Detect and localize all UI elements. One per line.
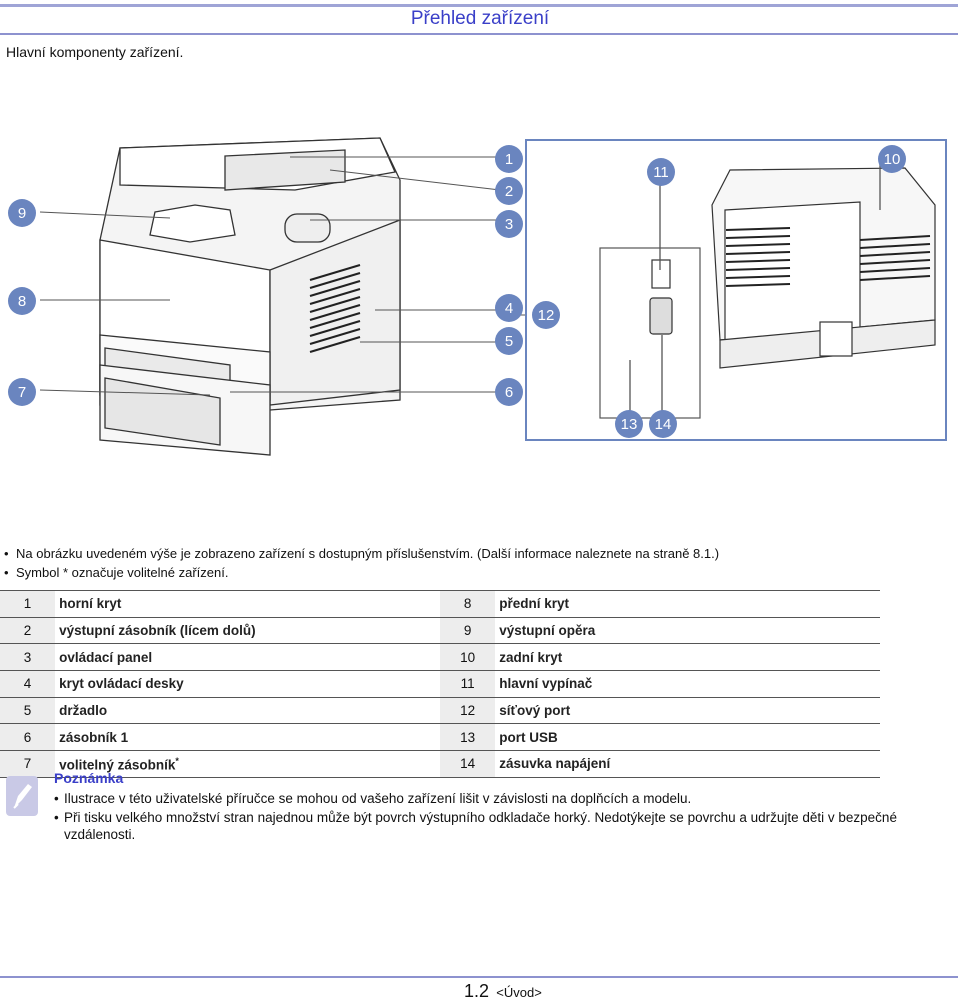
part-label: držadlo xyxy=(55,697,440,725)
callout-8: 8 xyxy=(8,287,36,315)
table-row: 2 výstupní zásobník (lícem dolů) 9 výstu… xyxy=(0,617,880,645)
part-label: kryt ovládací desky xyxy=(55,670,440,698)
callout-11: 11 xyxy=(647,158,675,186)
part-label: výstupní opěra xyxy=(495,617,880,645)
part-number: 13 xyxy=(439,723,496,752)
section-name: <Úvod> xyxy=(496,985,542,1000)
part-label: zadní kryt xyxy=(495,643,880,672)
note-title: Poznámka xyxy=(54,770,124,786)
table-row: 3 ovládací panel 10 zadní kryt xyxy=(0,643,880,672)
part-label: přední kryt xyxy=(495,590,880,618)
part-number: 12 xyxy=(439,697,496,725)
note-item: Symbol * označuje volitelné zařízení. xyxy=(4,565,719,580)
callout-4: 4 xyxy=(495,294,523,322)
printer-drawing xyxy=(39,137,947,456)
table-row: 1 horní kryt 8 přední kryt xyxy=(0,590,880,618)
callout-14: 14 xyxy=(649,410,677,438)
part-number: 14 xyxy=(439,750,496,778)
table-row: 6 zásobník 1 13 port USB xyxy=(0,723,880,752)
figure-notes: Na obrázku uvedeném výše je zobrazeno za… xyxy=(4,546,719,584)
part-number: 10 xyxy=(439,643,496,672)
callout-12: 12 xyxy=(532,301,560,329)
note-item: Při tisku velkého množství stran najedno… xyxy=(54,809,934,843)
page-subtitle: Hlavní komponenty zařízení. xyxy=(6,44,184,60)
part-number: 11 xyxy=(439,670,496,698)
part-label: zásobník 1 xyxy=(55,723,440,752)
part-label-text: volitelný zásobník xyxy=(59,757,176,773)
callout-3: 3 xyxy=(495,210,523,238)
note-item: Ilustrace v této uživatelské příručce se… xyxy=(54,790,934,807)
callout-9: 9 xyxy=(8,199,36,227)
part-label: hlavní vypínač xyxy=(495,670,880,698)
callout-2: 2 xyxy=(495,177,523,205)
note-list: Ilustrace v této uživatelské příručce se… xyxy=(54,790,934,845)
note-pencil-icon xyxy=(6,776,38,816)
table-row: 4 kryt ovládací desky 11 hlavní vypínač xyxy=(0,670,880,698)
part-number: 3 xyxy=(0,643,56,672)
page-title: Přehled zařízení xyxy=(410,8,550,29)
part-label: výstupní zásobník (lícem dolů) xyxy=(55,617,440,645)
part-number: 5 xyxy=(0,697,56,725)
part-number: 1 xyxy=(0,590,56,618)
part-label: volitelný zásobník* xyxy=(55,750,440,778)
page-number: 1.2 xyxy=(464,981,490,1001)
part-label: zásuvka napájení xyxy=(495,750,880,778)
callout-6: 6 xyxy=(495,378,523,406)
part-label: port USB xyxy=(495,723,880,752)
part-number: 6 xyxy=(0,723,56,752)
callout-5: 5 xyxy=(495,327,523,355)
callout-1: 1 xyxy=(495,145,523,173)
optional-mark: * xyxy=(175,755,179,766)
part-number: 8 xyxy=(439,590,496,618)
part-number: 7 xyxy=(0,750,56,778)
footer: 1.2 <Úvod> xyxy=(464,981,542,1002)
printer-illustration: 1 2 3 4 5 6 7 8 9 10 11 12 13 14 xyxy=(0,110,960,470)
part-number: 2 xyxy=(0,617,56,645)
callout-7: 7 xyxy=(8,378,36,406)
parts-table: 1 horní kryt 8 přední kryt 2 výstupní zá… xyxy=(0,590,880,778)
part-number: 4 xyxy=(0,670,56,698)
callout-10: 10 xyxy=(878,145,906,173)
footer-rule xyxy=(0,976,958,978)
part-label: ovládací panel xyxy=(55,643,440,672)
table-row: 7 volitelný zásobník* 14 zásuvka napájen… xyxy=(0,750,880,778)
part-label: síťový port xyxy=(495,697,880,725)
table-row: 5 držadlo 12 síťový port xyxy=(0,697,880,725)
note-item: Na obrázku uvedeném výše je zobrazeno za… xyxy=(4,546,719,561)
callout-13: 13 xyxy=(615,410,643,438)
header-top-rule xyxy=(0,4,958,7)
title-underline xyxy=(0,33,958,35)
part-number: 9 xyxy=(439,617,496,645)
part-label: horní kryt xyxy=(55,590,440,618)
